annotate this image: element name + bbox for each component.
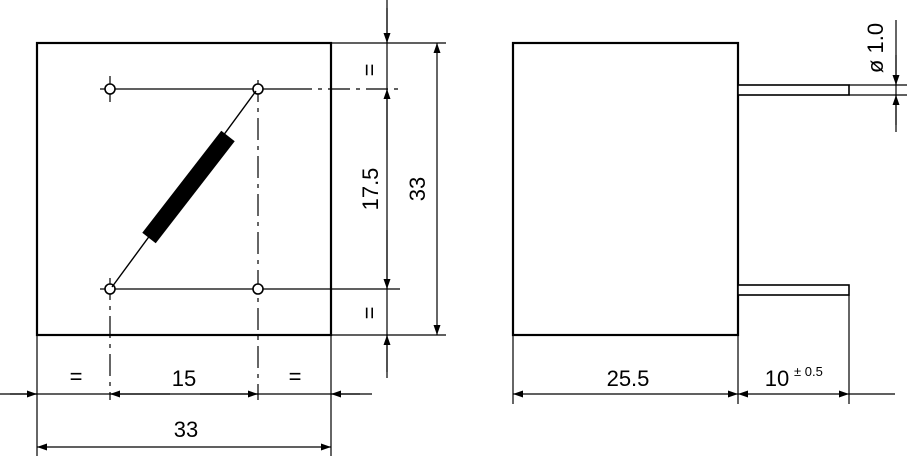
- side-pin-top: [737, 84, 850, 96]
- dim-pin-length: 10: [765, 366, 789, 391]
- side-pin-bottom: [737, 284, 850, 296]
- dim-height: 33: [405, 177, 430, 201]
- dim-body-depth: 25.5: [607, 366, 650, 391]
- dim-pin-diameter: ø 1.0: [863, 23, 888, 73]
- resistor-body: [142, 130, 235, 244]
- dim-equal-left: =: [70, 364, 83, 389]
- dim-equal-top: =: [357, 64, 382, 77]
- dim-width: 33: [174, 417, 198, 442]
- side-view-body: [511, 41, 740, 337]
- dim-pin-spacing-y: 17.5: [358, 168, 383, 211]
- dim-equal-right: =: [289, 364, 302, 389]
- dim-pin-spacing-x: 15: [172, 366, 196, 391]
- dim-pin-length-tolerance: ± 0.5: [794, 364, 823, 379]
- dim-equal-bottom: =: [357, 307, 382, 320]
- pin-bottom-right: [252, 283, 264, 295]
- side-view: 25.5 10 ± 0.5 ø 1.0: [511, 20, 907, 404]
- pin-top-left: [104, 83, 116, 95]
- top-view: = 15 = 33 = 17.5 = 33: [0, 0, 446, 456]
